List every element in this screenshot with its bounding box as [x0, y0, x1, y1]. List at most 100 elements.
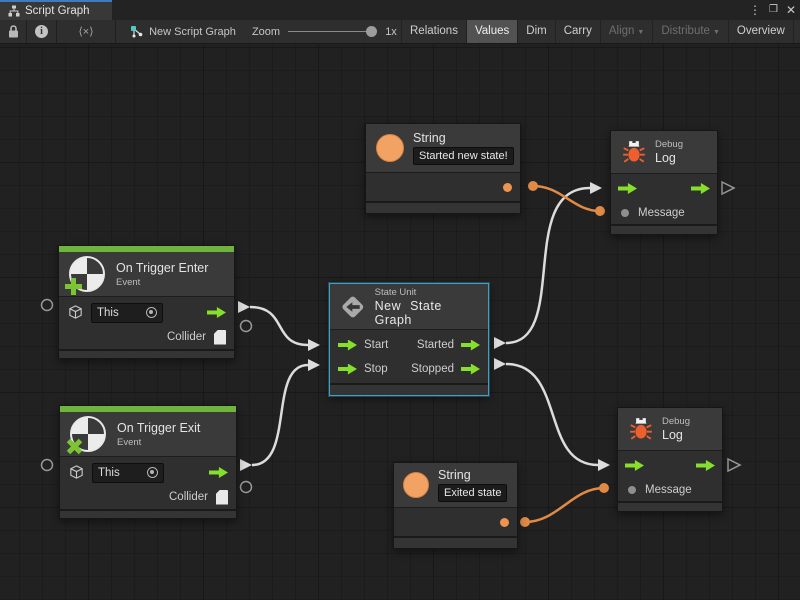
- port-label: Start: [364, 339, 389, 351]
- lock-icon: [8, 25, 18, 38]
- collider-document-icon[interactable]: [214, 329, 226, 345]
- flow-output-port[interactable]: [207, 307, 226, 318]
- node-string-literal-2[interactable]: String Exited state: [393, 462, 518, 549]
- flow-output-port[interactable]: [696, 460, 715, 471]
- port-label: Stop: [364, 363, 388, 375]
- started-output-port[interactable]: [461, 339, 480, 351]
- flow-input-port[interactable]: [625, 460, 644, 471]
- wire-arrowhead: [494, 358, 506, 370]
- node-on-trigger-exit[interactable]: On Trigger Exit Event This Collider: [59, 405, 237, 519]
- fullscreen-toggle[interactable]: Full Screen: [792, 20, 800, 43]
- start-input-port[interactable]: [338, 339, 357, 351]
- relations-toggle[interactable]: Relations: [401, 20, 466, 43]
- port-label: Collider: [167, 331, 206, 343]
- code-button[interactable]: ⟨×⟩: [57, 20, 115, 43]
- menu-dots-icon[interactable]: ⋮: [748, 3, 761, 17]
- event-exit-icon: [70, 416, 106, 452]
- maximize-icon[interactable]: ❒: [768, 4, 778, 15]
- node-title: String: [413, 131, 446, 145]
- lock-button[interactable]: [0, 20, 26, 43]
- dim-toggle[interactable]: Dim: [517, 20, 554, 43]
- graph-name: New Script Graph: [149, 25, 236, 38]
- graph-toolbar: i ⟨×⟩ New Script Graph Zoom 1x Relations…: [0, 20, 800, 44]
- flow-output-port[interactable]: [209, 467, 228, 478]
- node-state-unit[interactable]: State Unit New State Graph Start Started…: [329, 283, 489, 396]
- string-output-port[interactable]: [503, 182, 512, 192]
- node-debug-log-2[interactable]: Debug Log Message: [617, 407, 723, 512]
- graph-canvas[interactable]: String Started new state! Debug Log: [0, 44, 800, 600]
- gameobject-cube-icon: [69, 305, 82, 319]
- unconnected-input-port[interactable]: [40, 458, 54, 472]
- string-output-port[interactable]: [500, 517, 509, 527]
- unconnected-input-port[interactable]: [40, 298, 54, 312]
- toolbar-toggle-group: Relations Values Dim Carry Align ▼ Distr…: [401, 20, 800, 43]
- wire-arrowhead: [308, 359, 320, 371]
- string-value-input[interactable]: Started new state!: [413, 147, 514, 165]
- values-toggle[interactable]: Values: [465, 20, 518, 43]
- stopped-output-port[interactable]: [461, 363, 480, 375]
- flow-output-port[interactable]: [691, 183, 710, 194]
- target-port-row: This: [59, 300, 234, 325]
- node-footer: [394, 536, 517, 548]
- align-dropdown[interactable]: Align ▼: [599, 20, 653, 43]
- node-footer: [330, 383, 488, 395]
- string-value-input[interactable]: Exited state: [438, 484, 508, 502]
- info-button[interactable]: i: [27, 20, 56, 43]
- node-on-trigger-enter[interactable]: On Trigger Enter Event This Collider: [58, 245, 235, 359]
- node-footer: [366, 201, 520, 213]
- node-subtitle: State Unit: [374, 286, 417, 298]
- tab-script-graph[interactable]: Script Graph: [0, 0, 112, 20]
- distribute-dropdown[interactable]: Distribute ▼: [652, 20, 728, 43]
- target-object-dropdown[interactable]: This: [91, 302, 163, 323]
- object-picker-icon[interactable]: [146, 307, 157, 318]
- string-type-icon: [376, 134, 404, 162]
- info-icon: i: [35, 25, 48, 38]
- node-footer: [611, 224, 717, 234]
- stop-input-port[interactable]: [338, 363, 357, 375]
- graph-hierarchy-icon: [8, 5, 20, 17]
- node-title: New State Graph: [374, 298, 442, 327]
- node-body: [366, 173, 520, 201]
- window-tab-bar: Script Graph ⋮ ❒ ✕: [0, 0, 800, 21]
- unconnected-output-port[interactable]: [239, 480, 253, 494]
- message-port-row: Message: [618, 478, 722, 501]
- graph-breadcrumb[interactable]: New Script Graph: [128, 20, 238, 43]
- node-subtitle: Event: [116, 276, 141, 288]
- flow-input-port[interactable]: [618, 183, 637, 194]
- value-wire-string2-to-message: [520, 483, 609, 527]
- close-icon[interactable]: ✕: [785, 3, 796, 17]
- node-subtitle: Event: [117, 436, 142, 448]
- node-footer: [59, 349, 234, 358]
- chevron-down-icon: ▼: [637, 29, 645, 36]
- tab-title: Script Graph: [25, 5, 90, 17]
- node-debug-log-1[interactable]: Debug Log Message: [610, 130, 718, 235]
- port-label: Started: [416, 339, 454, 351]
- gameobject-cube-icon: [70, 465, 83, 479]
- unconnected-output-port[interactable]: [239, 319, 253, 333]
- collider-port-row: Collider: [59, 325, 234, 349]
- state-unit-icon: [342, 296, 364, 317]
- node-string-literal-1[interactable]: String Started new state!: [365, 123, 521, 214]
- message-input-port[interactable]: [628, 485, 636, 494]
- zoom-value: 1x: [385, 25, 397, 38]
- carry-toggle[interactable]: Carry: [554, 20, 600, 43]
- unconnected-flow-port[interactable]: [721, 180, 736, 196]
- wire-arrowhead: [590, 182, 602, 194]
- node-subtitle: Debug: [655, 139, 683, 150]
- target-object-dropdown[interactable]: This: [92, 462, 164, 483]
- port-label: Message: [645, 483, 692, 496]
- message-input-port[interactable]: [621, 208, 629, 217]
- collider-document-icon[interactable]: [216, 489, 228, 505]
- zoom-slider-track[interactable]: [288, 31, 372, 32]
- overview-button[interactable]: Overview: [727, 20, 793, 43]
- port-label: Stopped: [411, 363, 454, 375]
- stop-stopped-row: Stop Stopped: [330, 357, 488, 381]
- wire-arrowhead: [308, 339, 320, 351]
- object-picker-icon[interactable]: [147, 467, 158, 478]
- zoom-slider-handle[interactable]: [366, 26, 377, 37]
- unconnected-flow-port[interactable]: [727, 457, 742, 473]
- collider-port-row: Collider: [60, 485, 236, 509]
- node-body: [394, 508, 517, 536]
- flow-wire-stopped-to-log: [505, 362, 599, 467]
- start-started-row: Start Started: [330, 333, 488, 357]
